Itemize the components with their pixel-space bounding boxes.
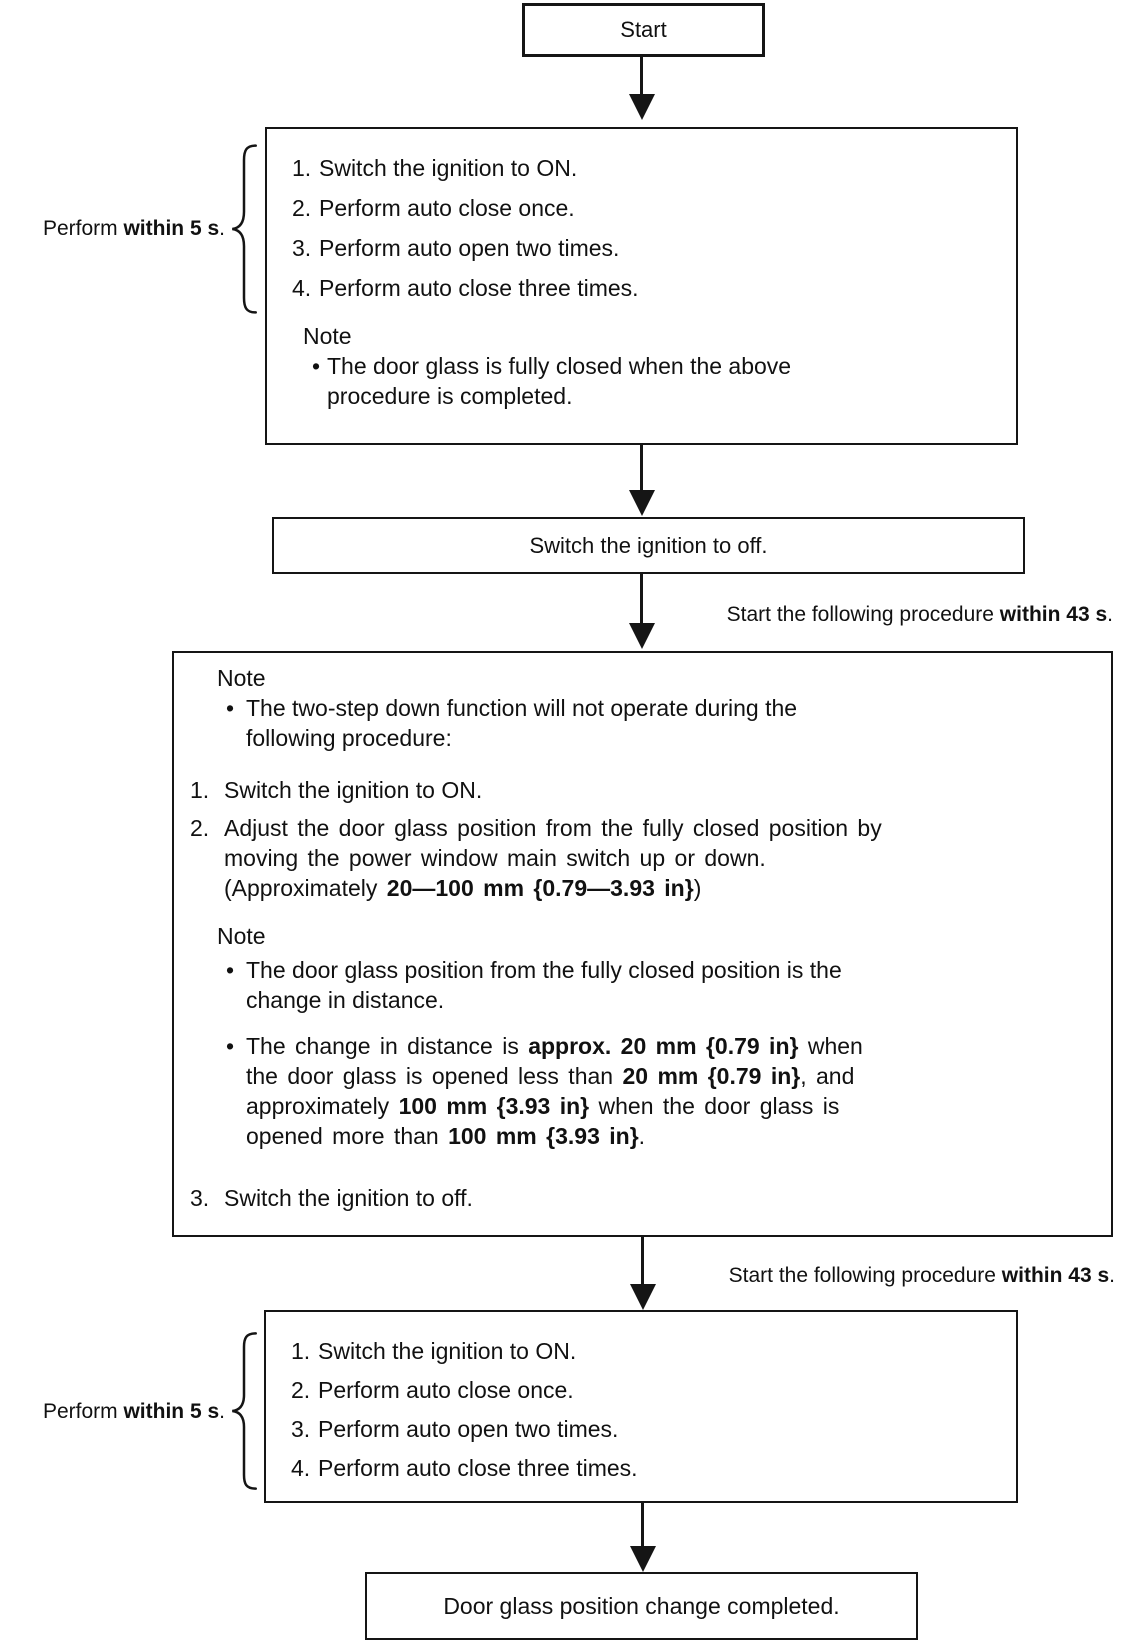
arrow-shaft [640,574,643,624]
ignition-off-label: Switch the ignition to off. [529,532,768,558]
timing-label-suffix: . [1109,1264,1115,1287]
procedure-step: 2. Perform auto close once. [266,1371,1016,1410]
perform-label-bold: within 5 s [123,217,220,240]
bullet-icon: • [226,1033,235,1059]
step-text: Perform auto close three times. [319,275,639,301]
step-text: Perform auto open two times. [318,1416,619,1442]
procedure-step: 3. Perform auto open two times. [266,1410,1016,1449]
perform-label-bold: within 5 s [123,1400,220,1423]
timing-label-bold: within 43 s [1001,1264,1110,1287]
bullet-icon: • [312,353,321,379]
step-text: Perform auto close once. [318,1377,574,1403]
arrow-head-icon [629,490,655,516]
note-line: The door glass is fully closed when the … [327,353,792,379]
bullet-icon: • [226,957,235,983]
perform-label-prefix: Perform [42,1400,124,1423]
start-node: Start [522,3,765,57]
note-box-line: Adjust the door glass position from the … [224,815,882,841]
end-node: Door glass position change completed. [365,1572,918,1640]
step-number: 2. [291,1377,311,1403]
timing-label-prefix: Start the following procedure [728,1264,1002,1287]
list-number: 1. [190,777,210,803]
procedure-step: 4. Perform auto close three times. [267,268,1016,308]
curly-brace-icon [228,143,260,315]
perform-label-suffix: . [219,217,225,240]
note-box-line: the door glass is opened less than 20 mm… [246,1063,855,1089]
perform-label-prefix: Perform [42,217,124,240]
step-text: Perform auto open two times. [319,235,620,261]
note-box-block: 2. Adjust the door glass position from th… [174,813,1111,903]
procedure-step: 1. Switch the ignition to ON. [266,1332,1016,1371]
procedure-step: 1. Switch the ignition to ON. [267,148,1016,188]
note-title: Note [303,323,352,349]
list-number: 2. [190,815,210,841]
bullet-icon: • [226,695,235,721]
note-box-line: following procedure: [246,725,452,751]
timing-label-bold: within 43 s [999,603,1108,626]
arrow-shaft [640,57,643,95]
note-box-block: • The two-step down function will not ope… [174,693,1111,753]
arrow-head-icon [629,623,655,649]
note-box-line: The two-step down function will not oper… [246,695,798,721]
end-node-label: Door glass position change completed. [443,1592,840,1619]
note-box-block: 3. Switch the ignition to off. [174,1183,1111,1213]
procedure-step: 3. Perform auto open two times. [267,228,1016,268]
step-number: 1. [291,1338,311,1364]
note-box-block: Note [217,923,266,949]
perform-within-label-bottom: Perform within 5 s. [0,1398,225,1426]
note-box-block: Note [217,665,266,691]
note-box-block: 1. Switch the ignition to ON. [174,775,1111,805]
note-box-line: approximately 100 mm {3.93 in} when the … [246,1093,840,1119]
ignition-off-box: Switch the ignition to off. [272,517,1025,574]
list-number: 3. [190,1185,210,1211]
curly-brace-icon [228,1331,260,1491]
note-box-line: Switch the ignition to off. [224,1185,473,1211]
timing-label-suffix: . [1107,603,1113,626]
note-box-line: moving the power window main switch up o… [224,845,766,871]
note-box-line: change in distance. [246,987,445,1013]
procedure-box-top: 1. Switch the ignition to ON. 2. Perform a… [265,127,1018,445]
step-text: Perform auto close three times. [318,1455,638,1481]
note-line: procedure is completed. [327,383,573,409]
procedure-step: 4. Perform auto close three times. [266,1449,1016,1488]
step-text: Switch the ignition to ON. [319,155,578,181]
step-number: 4. [291,1455,311,1481]
step-text: Perform auto close once. [319,195,575,221]
arrow-shaft [641,1503,644,1547]
perform-within-label-top: Perform within 5 s. [0,215,225,243]
step-number: 1. [292,155,312,181]
step-number: 4. [292,275,312,301]
arrow-head-icon [630,1284,656,1310]
timing-label-prefix: Start the following procedure [726,603,1000,626]
start-node-label: Start [620,17,667,42]
note-box-line: opened more than 100 mm {3.93 in}. [246,1123,646,1149]
perform-label-suffix: . [219,1400,225,1423]
procedure-box-bottom: 1. Switch the ignition to ON. 2. Perform a… [264,1310,1018,1503]
note-box-body: Note • The two-step down function will not… [174,653,1111,1213]
note-box-line: (Approximately 20—100 mm {0.79—3.93 in}) [224,875,702,901]
step-number: 2. [292,195,312,221]
step-number: 3. [291,1416,311,1442]
arrow-shaft [640,445,643,491]
step-text: Switch the ignition to ON. [318,1338,577,1364]
note-box: Note • The two-step down function will not… [172,651,1113,1237]
timing-label-bottom: Start the following procedure within 43 … [600,1263,1115,1289]
procedure-step: 2. Perform auto close once. [267,188,1016,228]
note-bullet: • The door glass is fully closed when th… [267,351,1016,411]
note-box-block: • The door glass position from the fully … [174,955,1111,1015]
note-box-line: Switch the ignition to ON. [224,777,483,803]
note-box-line: The door glass position from the fully c… [246,957,842,983]
note-box-line: The change in distance is approx. 20 mm … [246,1033,863,1059]
note-box-block: • The change in distance is approx. 20 mm… [174,1031,1111,1151]
arrow-shaft [641,1237,644,1285]
timing-label-top: Start the following procedure within 43 … [600,602,1113,628]
arrow-head-icon [630,1546,656,1572]
step-number: 3. [292,235,312,261]
arrow-head-icon [629,94,655,120]
